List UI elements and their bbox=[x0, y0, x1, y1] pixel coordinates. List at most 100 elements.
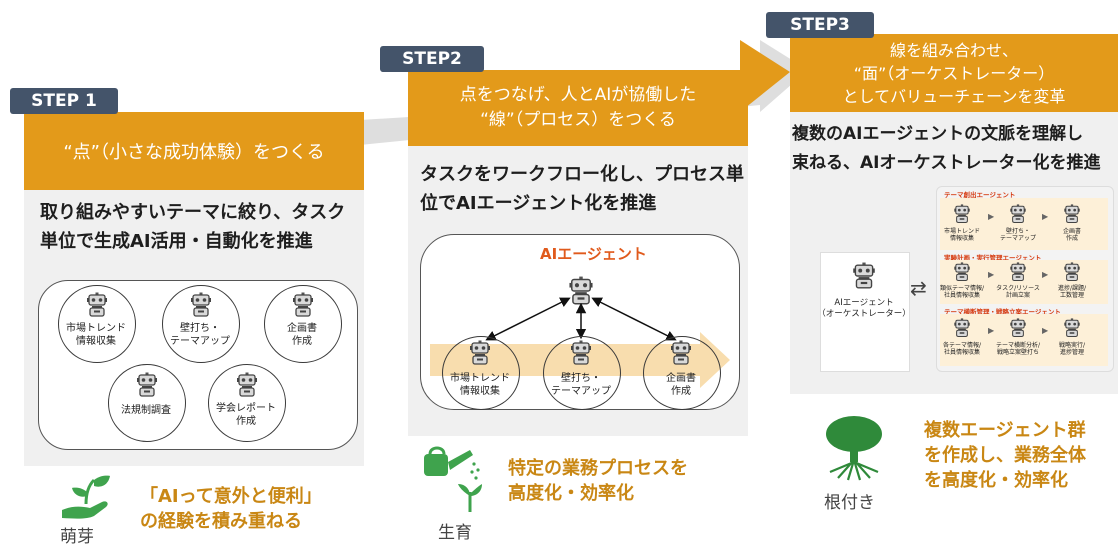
agent-circle bbox=[162, 285, 240, 363]
agent-label-line1: 市場トレンド bbox=[66, 323, 126, 334]
sprout-hand-icon bbox=[62, 475, 110, 519]
step3-header-line2: “面”（オーケストレーター） bbox=[853, 63, 1055, 83]
agent-label: 市場トレンド 情報収集 bbox=[942, 228, 982, 242]
agent-label-line1: 壁打ち・ bbox=[180, 323, 220, 334]
orchestrator-label-line2: （オーケストレーター） bbox=[817, 309, 911, 319]
agent-label-line2: 情報収集 bbox=[76, 336, 116, 347]
step2-outcome: 特定の業務プロセスを 高度化・効率化 bbox=[508, 456, 688, 506]
agent-label-line1: テーマ横断分析/ bbox=[995, 342, 1041, 349]
agent-label: 壁打ち・ テーマアップ bbox=[162, 322, 238, 348]
step3-header-line1: 線を組み合わせ、 bbox=[889, 40, 1018, 60]
agent-label-line2: 情報収集 bbox=[460, 386, 500, 397]
robot-icon bbox=[1062, 204, 1082, 224]
step3-outcome: 複数エージェント群 を作成し、業務全体 を高度化・効率化 bbox=[924, 418, 1086, 493]
step1-header: “点”（小さな成功体験）をつくる bbox=[24, 112, 364, 190]
step2-description: タスクをワークフロー化し、プロセス単 位でAIエージェント化を推進 bbox=[420, 160, 750, 218]
step3-tag-text: STEP3 bbox=[790, 15, 850, 35]
agent-label-line1: 進捗/課題/ bbox=[1057, 285, 1087, 292]
agent-label-line2: 計画立案 bbox=[1005, 292, 1030, 299]
agent-label-line1: 企画書 bbox=[1062, 228, 1081, 235]
step1-outcome-line2: の経験を積み重ねる bbox=[140, 511, 302, 532]
agent-label: 進捗/課題/ 工数管理 bbox=[1052, 285, 1092, 299]
robot-icon bbox=[1008, 204, 1028, 224]
robot-icon bbox=[1008, 262, 1028, 282]
step1-desc-line2: 単位で生成AI活用・自動化を推進 bbox=[40, 231, 313, 252]
chevron-right-icon: ▶ bbox=[1042, 212, 1049, 221]
agent-label-line2: 作成 bbox=[236, 416, 256, 427]
robot-icon bbox=[1008, 318, 1028, 338]
group-title: テーマ横断管理・戦略立案エージェント bbox=[944, 308, 1061, 316]
robot-icon bbox=[952, 318, 972, 338]
agent-label-line2: 工数管理 bbox=[1059, 292, 1084, 299]
watering-can-icon bbox=[424, 446, 482, 512]
robot-icon bbox=[188, 292, 214, 318]
step1-desc-line1: 取り組みやすいテーマに絞り、タスク bbox=[40, 202, 346, 223]
agent-label-line2: 社員情報収集 bbox=[943, 349, 980, 356]
agent-label-line2: 作成 bbox=[671, 386, 691, 397]
agent-label: 類似テーマ情報/ 社員情報収集 bbox=[940, 285, 984, 299]
step1-header-text: “点”（小さな成功体験）をつくる bbox=[63, 142, 325, 163]
agent-label: 戦略実行/ 進捗管理 bbox=[1052, 342, 1092, 356]
step2-outcome-line2: 高度化・効率化 bbox=[508, 483, 634, 504]
agent-label-line1: 企画書 bbox=[287, 323, 317, 334]
agent-label: 市場トレンド 情報収集 bbox=[58, 322, 134, 348]
step2-header-line2: “線”（プロセス）をつくる bbox=[480, 110, 676, 130]
agent-label-line2: テーマアップ bbox=[551, 386, 611, 397]
agent-circle bbox=[264, 285, 342, 363]
robot-icon bbox=[84, 292, 110, 318]
step2-header: 点をつなげ、人とAIが協働した “線”（プロセス）をつくる bbox=[408, 70, 748, 146]
chevron-right-icon: ▶ bbox=[988, 270, 995, 279]
step2-desc-line1: タスクをワークフロー化し、プロセス単 bbox=[420, 164, 744, 185]
robot-icon bbox=[1062, 262, 1082, 282]
step1-description: 取り組みやすいテーマに絞り、タスク 単位で生成AI活用・自動化を推進 bbox=[40, 198, 360, 256]
agent-label: 市場トレンド 情報収集 bbox=[442, 372, 518, 398]
agent-label-line2: 戦略立案壁打ち bbox=[996, 349, 1039, 356]
agent-label: 各テーマ情報/ 社員情報収集 bbox=[940, 342, 984, 356]
agent-label-line2: テーマアップ bbox=[170, 336, 230, 347]
step3-tag: STEP3 bbox=[766, 12, 874, 38]
agent-label: 壁打ち・ テーマアップ bbox=[543, 372, 619, 398]
agent-label: テーマ横断分析/ 戦略立案壁打ち bbox=[994, 342, 1042, 356]
agent-label-line1: 類似テーマ情報/ bbox=[940, 285, 985, 292]
step1-outcome-line1: 「AIって意外と便利」 bbox=[140, 486, 322, 507]
agent-label: 企画書 作成 bbox=[643, 372, 719, 398]
agent-label-line1: タスク/リソース bbox=[996, 285, 1040, 292]
chevron-right-icon: ▶ bbox=[1042, 326, 1049, 335]
robot-icon bbox=[568, 340, 594, 366]
robot-icon bbox=[134, 372, 160, 398]
agent-label-line2: 作成 bbox=[1065, 235, 1078, 242]
step3-header: 線を組み合わせ、 “面”（オーケストレーター） としてバリューチェーンを変革 bbox=[790, 34, 1118, 112]
exchange-arrows-icon: ⇄ bbox=[910, 276, 927, 300]
agent-label-line1: 企画書 bbox=[666, 373, 696, 384]
step2-outcome-line1: 特定の業務プロセスを bbox=[508, 458, 688, 479]
agent-label: 企画書 作成 bbox=[264, 322, 340, 348]
agent-label: 壁打ち・ テーマアップ bbox=[998, 228, 1038, 242]
step3-header-line3: としてバリューチェーンを変革 bbox=[842, 86, 1066, 106]
agent-label-line2: 情報収集 bbox=[949, 235, 974, 242]
robot-icon bbox=[952, 262, 972, 282]
agent-label: タスク/リソース 計画立案 bbox=[994, 285, 1042, 299]
step2-tag: STEP2 bbox=[380, 46, 484, 72]
step3-desc-line2: 束ねる、AIオーケストレーター化を推進 bbox=[792, 153, 1101, 173]
step3-outcome-line3: を高度化・効率化 bbox=[924, 470, 1068, 491]
step3-icon-caption: 根付き bbox=[824, 493, 875, 513]
agent-label: 法規制調査 bbox=[108, 404, 184, 417]
agent-label-line2: 進捗管理 bbox=[1059, 349, 1084, 356]
agent-label-line1: 学会レポート bbox=[216, 403, 276, 414]
step2-agent-title: AIエージェント bbox=[540, 245, 647, 263]
chevron-right-icon: ▶ bbox=[988, 212, 995, 221]
chevron-right-icon: ▶ bbox=[988, 326, 995, 335]
orchestrator-label: AIエージェント （オーケストレーター） bbox=[816, 298, 912, 320]
agent-circle bbox=[643, 336, 721, 410]
agent-label-line1: 戦略実行/ bbox=[1058, 342, 1086, 349]
robot-icon bbox=[850, 262, 878, 290]
step1-tag-text: STEP 1 bbox=[31, 91, 97, 111]
step3-outcome-line2: を作成し、業務全体 bbox=[924, 445, 1086, 466]
step2-desc-line2: 位でAIエージェント化を推進 bbox=[420, 193, 657, 214]
agent-label-line1: 各テーマ情報/ bbox=[942, 342, 982, 349]
step3-description: 複数のAIエージェントの文脈を理解し 束ねる、AIオーケストレーター化を推進 bbox=[792, 120, 1118, 178]
agent-label-line2: 社員情報収集 bbox=[943, 292, 980, 299]
agent-label-line2: テーマアップ bbox=[999, 235, 1036, 242]
robot-icon bbox=[290, 292, 316, 318]
step3-desc-line1: 複数のAIエージェントの文脈を理解し bbox=[792, 124, 1084, 144]
